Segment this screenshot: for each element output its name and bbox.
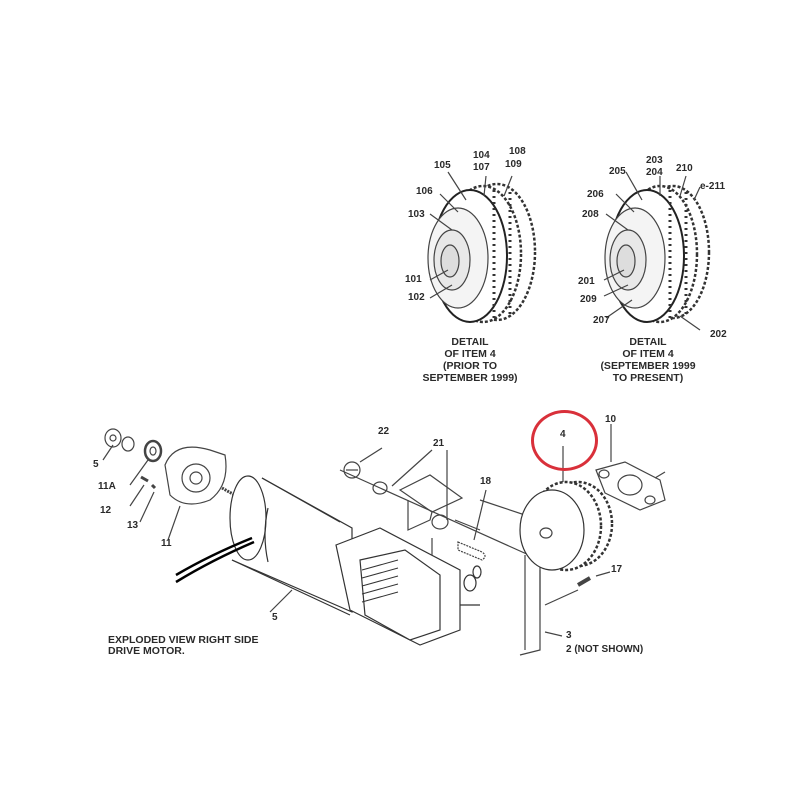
detail-prior-line-4: SEPTEMBER 1999) — [422, 372, 518, 384]
detail-present-caption: DETAIL OF ITEM 4 (SEPTEMBER 1999 TO PRES… — [583, 336, 713, 384]
sprocket-detail-present-drawing — [604, 184, 711, 324]
callout-4[interactable]: 4 — [560, 429, 566, 440]
sprocket-item-4-drawing — [519, 480, 614, 572]
washer-parts-drawing — [104, 428, 163, 490]
caption-line-2: DRIVE MOTOR. — [108, 645, 185, 657]
callout-103[interactable]: 103 — [408, 209, 425, 220]
callout-12[interactable]: 12 — [100, 505, 112, 516]
callout-18[interactable]: 18 — [480, 476, 492, 487]
callout-10[interactable]: 10 — [605, 414, 617, 425]
callout-13[interactable]: 13 — [127, 520, 139, 531]
callout-211[interactable]: e-211 — [700, 181, 726, 192]
detail-present-line-1: DETAIL — [629, 336, 667, 348]
callout-203[interactable]: 203 — [646, 155, 663, 166]
callout-22[interactable]: 22 — [378, 426, 390, 437]
callout-5-top[interactable]: 5 — [93, 459, 99, 470]
sprocket-detail-prior-drawing — [427, 182, 537, 324]
callout-102[interactable]: 102 — [408, 292, 425, 303]
detail-present-line-2: OF ITEM 4 — [622, 348, 674, 360]
callout-206[interactable]: 206 — [587, 189, 604, 200]
flange-bearing-drawing — [595, 461, 666, 511]
callout-106[interactable]: 106 — [416, 186, 433, 197]
callout-21[interactable]: 21 — [433, 438, 445, 449]
callout-101[interactable]: 101 — [405, 274, 422, 285]
detail-prior-line-2: OF ITEM 4 — [444, 348, 496, 360]
drive-motor-drawing — [229, 475, 482, 646]
callout-207[interactable]: 207 — [593, 315, 610, 326]
callout-5-motor[interactable]: 5 — [272, 612, 278, 623]
detail-present-line-4: TO PRESENT) — [612, 372, 684, 384]
callout-104[interactable]: 104 — [473, 150, 490, 161]
callout-105[interactable]: 105 — [434, 160, 451, 171]
exploded-view-caption: EXPLODED VIEW RIGHT SIDE DRIVE MOTOR. — [108, 635, 259, 657]
callout-17[interactable]: 17 — [611, 564, 623, 575]
callout-210[interactable]: 210 — [676, 163, 693, 174]
callout-205[interactable]: 205 — [609, 166, 626, 177]
detail-prior-line-3: (PRIOR TO — [442, 360, 498, 372]
detail-prior-caption: DETAIL OF ITEM 4 (PRIOR TO SEPTEMBER 199… — [410, 336, 530, 384]
callout-108[interactable]: 108 — [509, 146, 526, 157]
callout-204[interactable]: 204 — [646, 167, 663, 178]
callout-109[interactable]: 109 — [505, 159, 522, 170]
detail-prior-line-1: DETAIL — [451, 336, 489, 348]
caption-line-1: EXPLODED VIEW RIGHT SIDE — [108, 634, 259, 646]
callout-202[interactable]: 202 — [710, 329, 727, 340]
callout-2-not-shown[interactable]: 2 (NOT SHOWN) — [566, 644, 644, 655]
detail-present-line-3: (SEPTEMBER 1999 — [600, 360, 696, 372]
callout-3[interactable]: 3 — [566, 630, 572, 641]
end-cap-drawing — [164, 446, 241, 505]
callout-201[interactable]: 201 — [578, 276, 595, 287]
callout-11[interactable]: 11 — [161, 538, 172, 549]
callout-11a[interactable]: 11A — [98, 481, 116, 492]
callout-107[interactable]: 107 — [473, 162, 490, 173]
item-4-highlight-circle — [531, 410, 598, 471]
callout-209[interactable]: 209 — [580, 294, 597, 305]
callout-208[interactable]: 208 — [582, 209, 599, 220]
